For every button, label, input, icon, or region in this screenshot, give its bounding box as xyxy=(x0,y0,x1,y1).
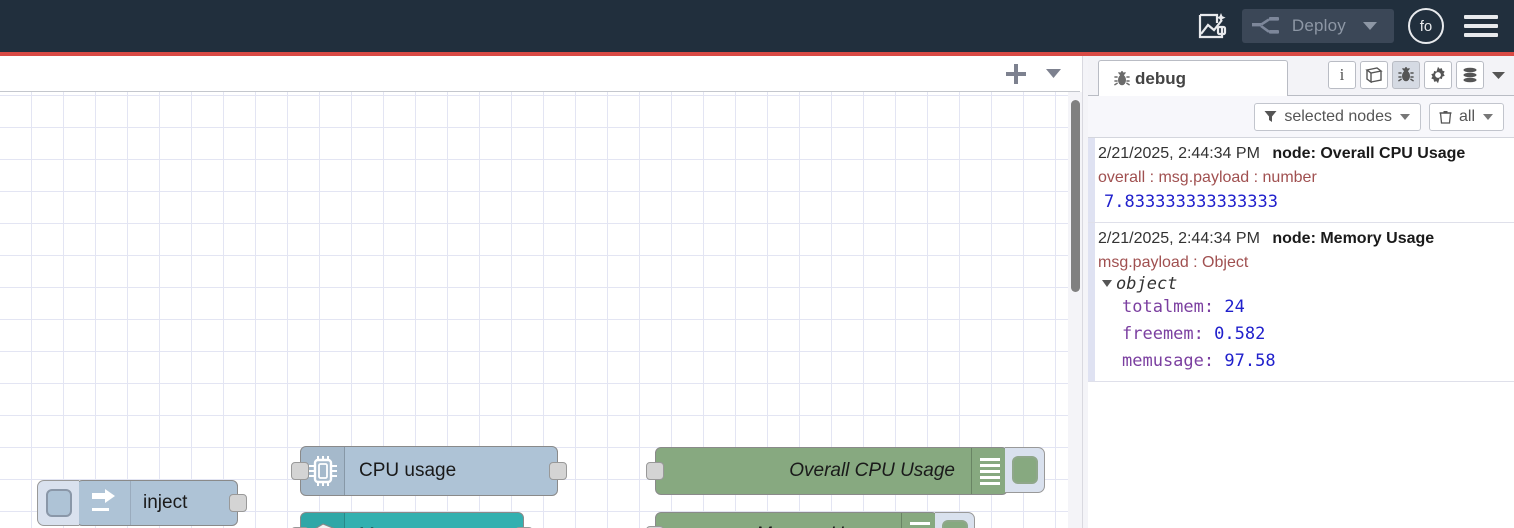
node-debug-memory-usage-label: Memory Usage xyxy=(656,513,901,528)
debug-bug-icon[interactable] xyxy=(1392,61,1420,89)
chevron-down-icon xyxy=(1399,113,1410,120)
debug-clear-label: all xyxy=(1458,107,1475,125)
trash-icon xyxy=(1439,110,1452,124)
node-inject[interactable]: inject xyxy=(37,480,247,526)
debug-object-expander[interactable]: object xyxy=(1098,274,1508,294)
debug-lines-icon xyxy=(901,513,937,528)
node-inject-output-port[interactable] xyxy=(229,494,247,512)
workspace-menu-chevron-down-icon[interactable] xyxy=(1045,68,1062,79)
debug-message-header: 2/21/2025, 2:44:34 PM node: Memory Usage xyxy=(1098,227,1508,251)
debug-object-property: totalmem: 24 xyxy=(1122,296,1245,317)
node-debug-overall-cpu-usage-input-port[interactable] xyxy=(646,462,664,480)
workspace-toolbar xyxy=(0,56,1080,92)
node-debug-overall-cpu-usage-toggle[interactable] xyxy=(1005,447,1045,493)
hamburger-menu-icon[interactable] xyxy=(1464,15,1498,37)
header-accent-line xyxy=(0,52,1514,56)
debug-message-header: 2/21/2025, 2:44:34 PM node: Overall CPU … xyxy=(1098,142,1508,166)
tab-debug-label: debug xyxy=(1135,68,1186,88)
inject-trigger-button[interactable] xyxy=(37,480,79,526)
deploy-label: Deploy xyxy=(1291,16,1346,35)
node-cpu-usage-label: CPU usage xyxy=(359,460,457,481)
node-debug-memory-usage[interactable]: Memory Usage xyxy=(646,512,975,528)
panel-resize-divider[interactable] xyxy=(1082,56,1088,528)
context-data-stack-icon[interactable] xyxy=(1456,61,1484,89)
caret-down-icon xyxy=(1102,280,1112,288)
debug-object-value: 24 xyxy=(1224,296,1245,317)
settings-gear-icon[interactable] xyxy=(1424,61,1452,89)
debug-object-key: freemem xyxy=(1122,323,1194,344)
debug-message-topic: overall : msg.payload : number xyxy=(1098,169,1317,186)
flow-sparkle-icon[interactable] xyxy=(1190,9,1234,43)
node-debug-memory-usage-toggle[interactable] xyxy=(935,512,975,528)
debug-clear-button[interactable]: all xyxy=(1428,102,1504,131)
info-icon[interactable]: i xyxy=(1328,61,1356,89)
debug-message[interactable]: 2/21/2025, 2:44:34 PM node: Memory Usage… xyxy=(1088,222,1514,383)
debug-object-root-label: object xyxy=(1116,273,1178,294)
debug-message-timestamp: 2/21/2025, 2:44:34 PM xyxy=(1098,229,1260,247)
debug-message-value: 7.833333333333333 xyxy=(1104,192,1278,213)
node-cpu-usage-output-port[interactable] xyxy=(549,462,567,480)
node-memory[interactable]: Memory xyxy=(291,512,533,528)
add-flow-plus-icon[interactable] xyxy=(1005,63,1027,85)
sidebar-tab-row: debug i xyxy=(1088,56,1514,96)
library-book-icon[interactable] xyxy=(1360,61,1388,89)
debug-object-property: memusage: 97.58 xyxy=(1122,351,1276,372)
deploy-icon xyxy=(1251,17,1279,34)
canvas-vertical-scrollbar[interactable] xyxy=(1068,92,1082,528)
bug-icon xyxy=(1114,70,1130,86)
debug-object-value: 0.582 xyxy=(1214,323,1266,344)
debug-message-source-node: node: Memory Usage xyxy=(1272,229,1435,247)
inject-trigger-button-inner xyxy=(45,489,72,517)
deploy-chevron-down-icon[interactable] xyxy=(1360,21,1390,31)
server-tower-icon xyxy=(301,513,345,528)
debug-sidebar: debug i xyxy=(1088,56,1514,528)
funnel-icon xyxy=(1264,111,1277,122)
tab-debug[interactable]: debug xyxy=(1098,60,1288,96)
debug-node-filter-label: selected nodes xyxy=(1284,107,1392,125)
debug-object-property: freemem: 0.582 xyxy=(1122,323,1266,344)
node-cpu-usage[interactable]: CPU usage xyxy=(291,446,567,496)
chevron-down-icon xyxy=(1483,113,1493,120)
arrow-right-icon xyxy=(77,481,131,525)
node-debug-overall-cpu-usage[interactable]: Overall CPU Usage xyxy=(646,447,1045,495)
node-debug-overall-cpu-usage-label: Overall CPU Usage xyxy=(789,460,955,481)
avatar-initials: fo xyxy=(1419,17,1433,35)
debug-message-timestamp: 2/21/2025, 2:44:34 PM xyxy=(1098,145,1260,162)
debug-lines-icon xyxy=(971,448,1007,494)
deploy-button[interactable]: Deploy xyxy=(1241,9,1394,43)
node-cpu-usage-input-port[interactable] xyxy=(291,462,309,480)
sidebar-tools: i xyxy=(1328,61,1508,89)
debug-message-source-node: node: Overall CPU Usage xyxy=(1272,145,1466,162)
debug-object-key: memusage xyxy=(1122,351,1204,372)
sidebar-tools-chevron-down-icon[interactable] xyxy=(1488,71,1508,80)
flow-canvas[interactable]: inject CPU usage xyxy=(0,92,1080,528)
node-inject-label: inject xyxy=(143,492,188,513)
debug-message[interactable]: 2/21/2025, 2:44:34 PM node: Overall CPU … xyxy=(1088,138,1514,223)
debug-message-list[interactable]: 2/21/2025, 2:44:34 PM node: Overall CPU … xyxy=(1088,138,1514,528)
app-header: Deploy fo xyxy=(0,0,1514,52)
debug-enable-toggle-inner xyxy=(941,520,968,528)
debug-enable-toggle-inner xyxy=(1011,456,1038,484)
debug-message-topic: msg.payload : Object xyxy=(1098,253,1249,271)
debug-object-key: totalmem xyxy=(1122,296,1204,317)
node-memory-label: Memory xyxy=(345,513,523,528)
debug-object-value: 97.58 xyxy=(1224,351,1276,372)
debug-filter-row: selected nodes all xyxy=(1088,96,1514,138)
avatar[interactable]: fo xyxy=(1408,8,1444,44)
debug-node-filter[interactable]: selected nodes xyxy=(1254,102,1421,131)
canvas-scrollbar-thumb[interactable] xyxy=(1071,100,1080,292)
